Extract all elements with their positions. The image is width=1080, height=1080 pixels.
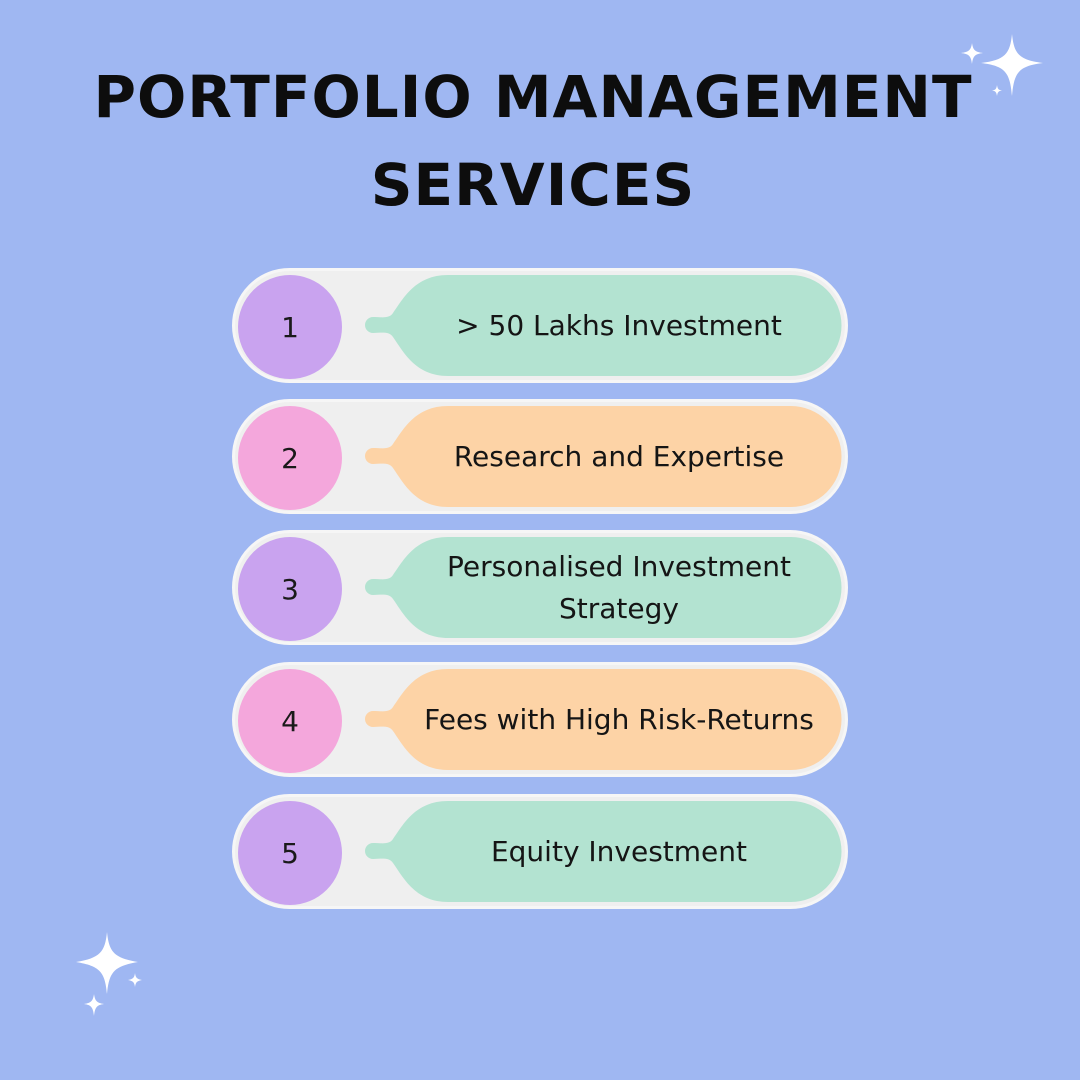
connector-shape — [365, 669, 842, 770]
page-title-line-1: PORTFOLIO MANAGEMENT — [93, 63, 973, 131]
page-title-line-2: SERVICES — [370, 151, 696, 219]
item-number: 4 — [281, 704, 299, 738]
pill-shape — [365, 669, 842, 770]
item-number-badge: 1 — [238, 275, 342, 379]
item-number: 2 — [281, 441, 299, 475]
sparkles-icon — [76, 932, 142, 1016]
item-number-badge: 2 — [238, 406, 342, 510]
list-item: 2 Research and Expertise — [232, 399, 848, 514]
item-number: 5 — [281, 836, 299, 870]
pill-shape — [365, 275, 842, 376]
list-item: 3 Personalised Investment Strategy — [232, 530, 848, 645]
sparkles-icon — [961, 34, 1043, 96]
pill-shape — [365, 801, 842, 902]
item-number: 1 — [281, 310, 299, 344]
item-label: Equity Investment — [490, 834, 748, 868]
pill-shape — [365, 537, 842, 638]
list-item: 5 Equity Investment — [232, 794, 848, 909]
item-number-badge: 4 — [238, 669, 342, 773]
item-number-badge: 3 — [238, 537, 342, 641]
item-label: Research and Expertise — [453, 439, 785, 473]
item-label: > 50 Lakhs Investment — [456, 308, 782, 342]
list-item: 4 Fees with High Risk-Returns — [232, 662, 848, 777]
list-item: 1 > 50 Lakhs Investment — [232, 268, 848, 383]
item-label: Fees with High Risk-Returns — [424, 702, 814, 736]
item-number-badge: 5 — [238, 801, 342, 905]
connector-shape — [365, 537, 842, 638]
pill-shape — [365, 406, 842, 507]
connector-shape — [365, 275, 842, 376]
item-label: Personalised Investment Strategy — [447, 549, 791, 625]
item-number: 3 — [281, 572, 299, 606]
connector-shape — [365, 801, 842, 902]
connector-shape — [365, 406, 842, 507]
